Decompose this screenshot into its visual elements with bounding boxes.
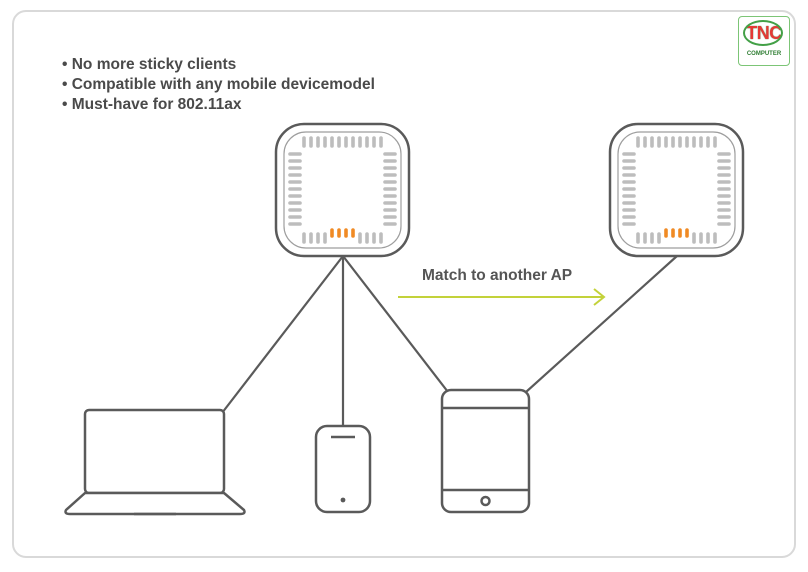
feature-item: Compatible with any mobile devicemodel bbox=[62, 75, 375, 95]
feature-list: No more sticky clients Compatible with a… bbox=[62, 55, 375, 115]
feature-item: No more sticky clients bbox=[62, 55, 375, 75]
phone-icon bbox=[314, 424, 372, 514]
roam-arrow-label: Match to another AP bbox=[422, 267, 573, 284]
laptop-icon bbox=[64, 408, 246, 516]
roam-arrow-icon bbox=[398, 288, 606, 306]
access-point-icon bbox=[608, 122, 745, 258]
link-ap1-laptop bbox=[221, 255, 344, 414]
brand-logo: TNC COMPUTER bbox=[738, 16, 790, 66]
link-ap1-tablet bbox=[342, 255, 449, 393]
status-led-icon bbox=[664, 228, 689, 238]
connection-lines bbox=[221, 255, 678, 426]
feature-item: Must-have for 802.11ax bbox=[62, 95, 375, 115]
link-ap2-tablet bbox=[525, 255, 678, 393]
tablet-icon bbox=[440, 388, 531, 514]
logo-ring-icon bbox=[743, 20, 783, 46]
access-point-icon bbox=[274, 122, 411, 258]
logo-subtitle: COMPUTER bbox=[746, 51, 782, 57]
status-led-icon bbox=[330, 228, 355, 238]
